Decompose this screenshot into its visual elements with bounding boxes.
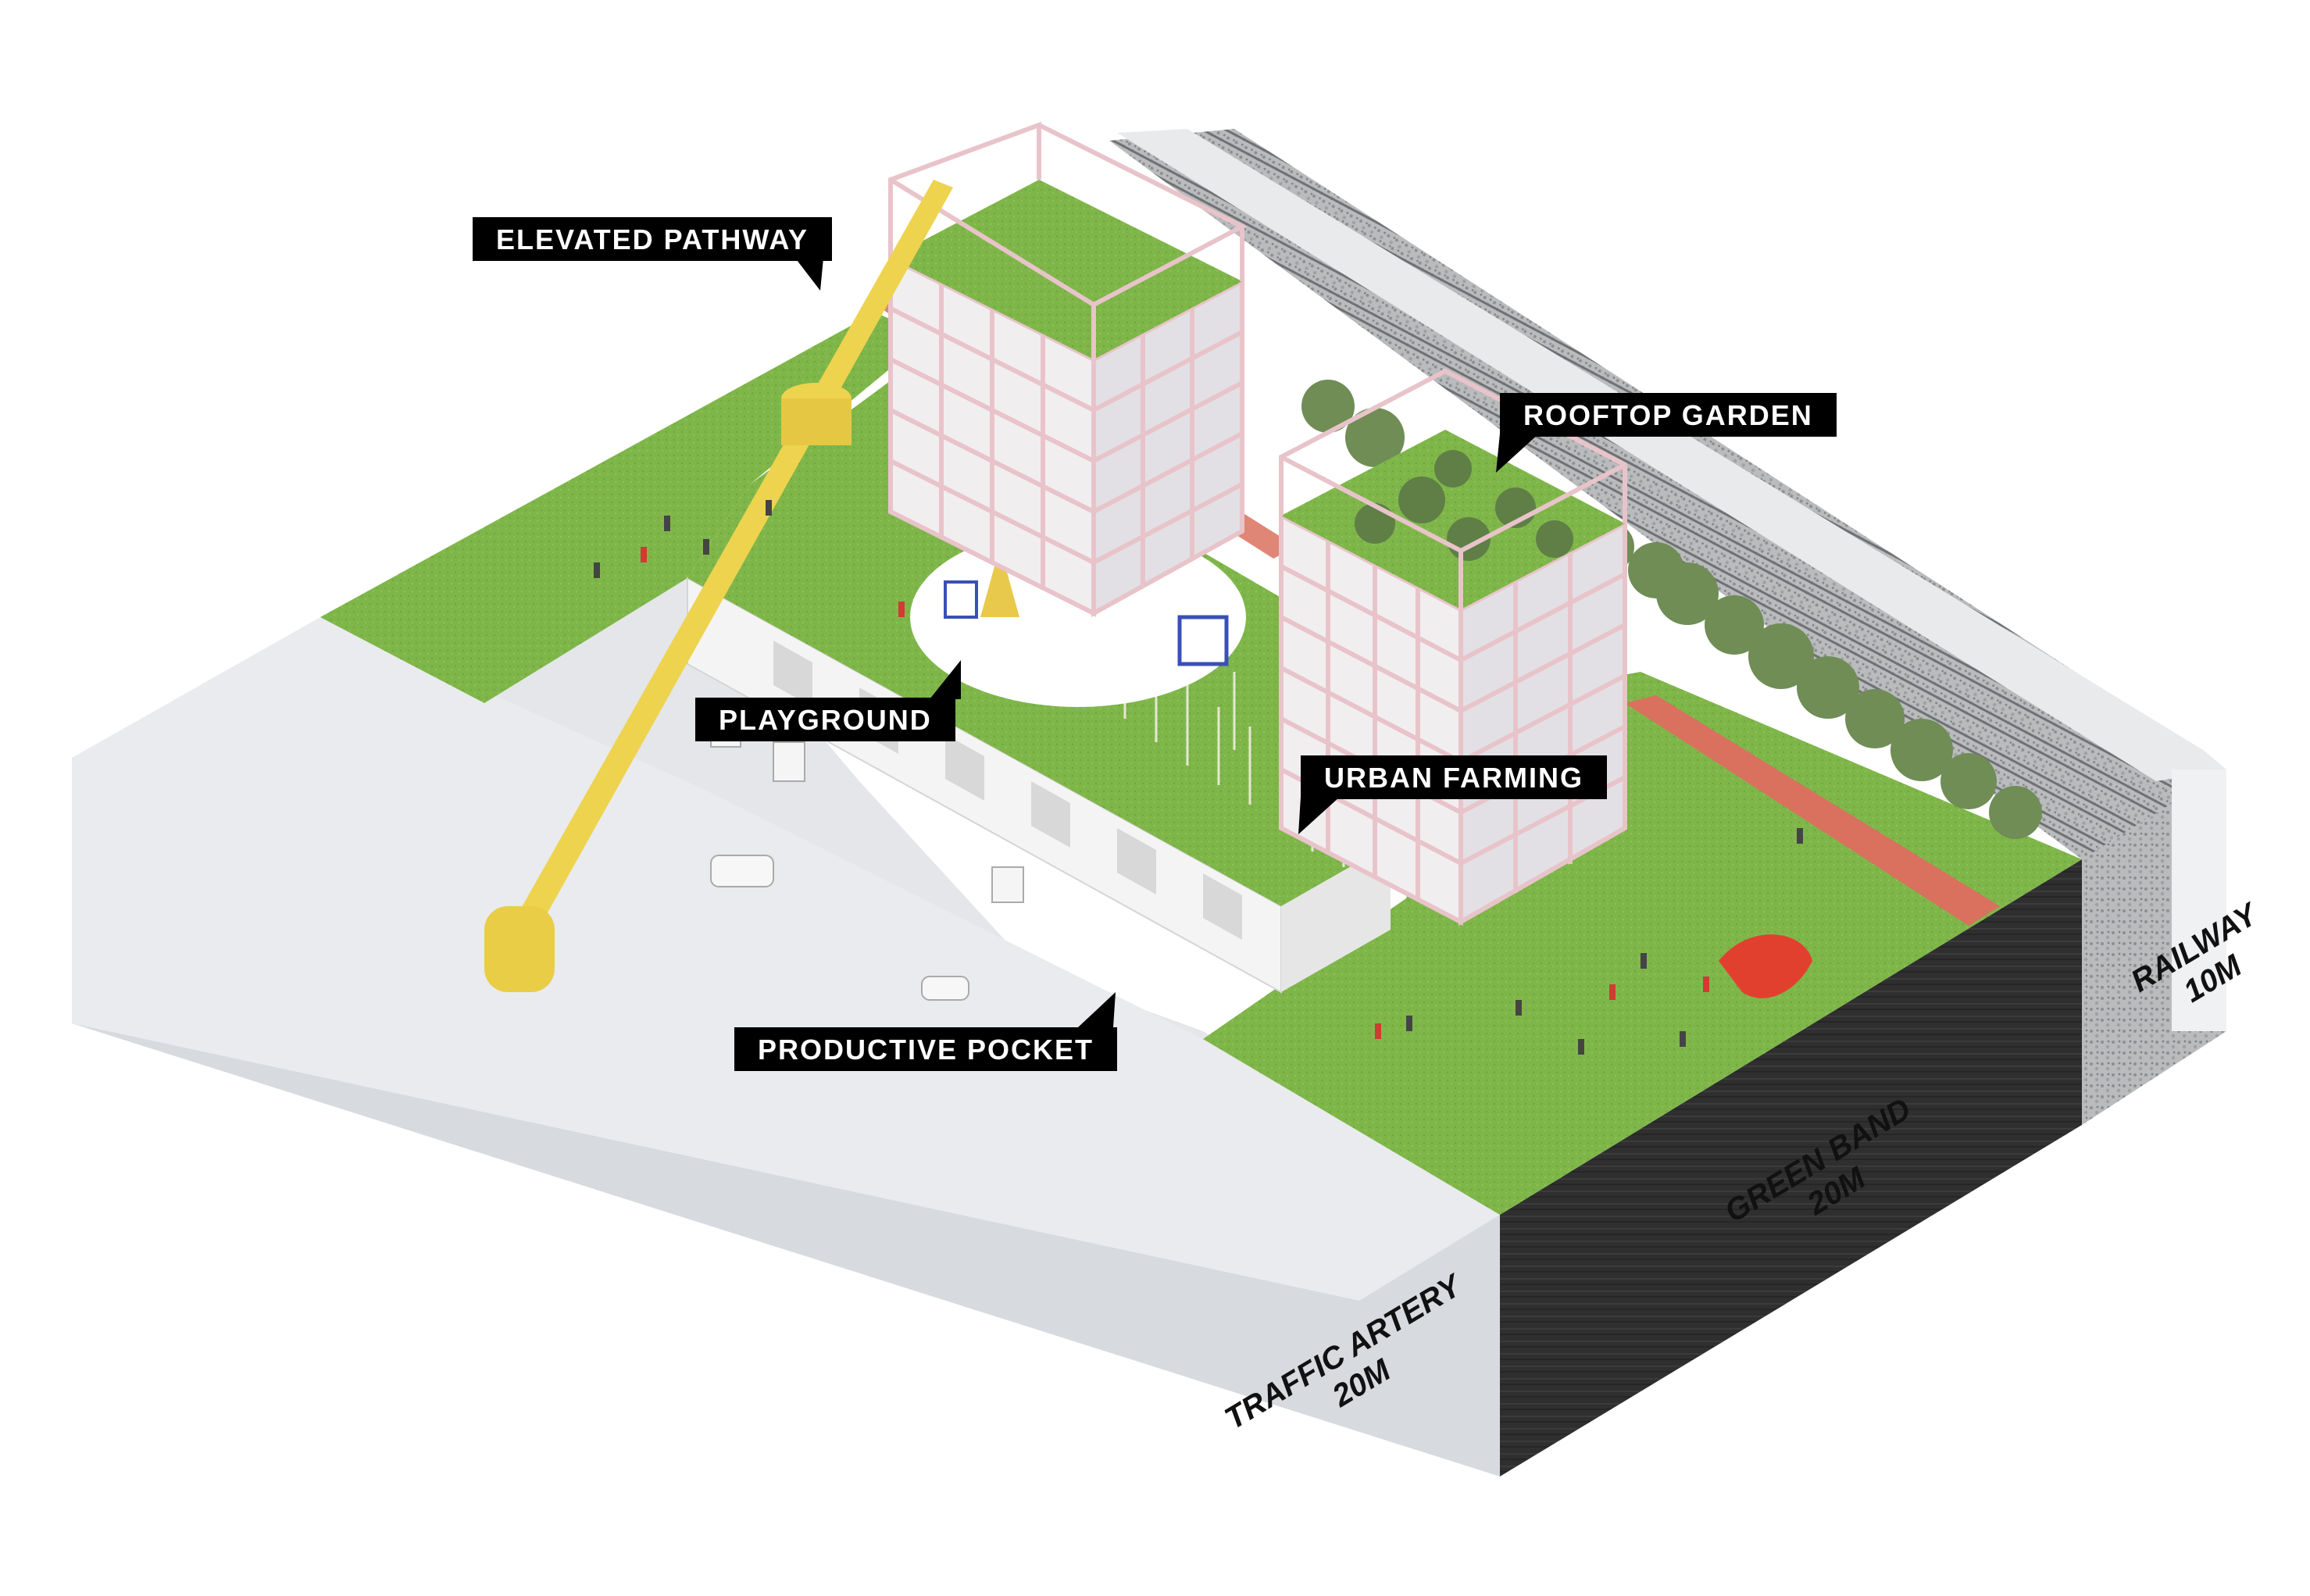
playground-blue-frame — [1177, 615, 1229, 666]
label-urban-farming: URBAN FARMING — [1301, 755, 1607, 799]
pathway-silo-body — [781, 398, 852, 445]
traffic-artery-surface-main — [72, 617, 1500, 1301]
label-productive-pocket: PRODUCTIVE POCKET — [734, 1027, 1118, 1071]
pointer-rooftop-garden — [1496, 434, 1539, 473]
productive-pocket-end-wall — [1281, 844, 1391, 992]
label-playground: PLAYGROUND — [695, 698, 955, 741]
spiral-stair — [484, 906, 555, 992]
green-band-lawn — [1203, 672, 2082, 1215]
truck — [773, 741, 805, 782]
running-track — [1625, 695, 2000, 926]
green-band-soil-side — [1500, 859, 2082, 1476]
van — [710, 855, 774, 887]
people-figures — [594, 500, 1803, 1055]
pointer-urban-farming — [1298, 797, 1340, 834]
red-figures — [641, 547, 1709, 1039]
playground-cone-structure — [980, 547, 1019, 617]
cart — [991, 866, 1024, 903]
railway-wall-face — [2172, 769, 2226, 1031]
tree-line — [1301, 380, 2042, 839]
label-elevated-pathway: ELEVATED PATHWAY — [473, 217, 833, 261]
pointer-playground — [930, 660, 961, 699]
railway-corridor — [1109, 129, 2226, 859]
red-sculpture — [1719, 934, 1812, 998]
back-lawn — [320, 312, 930, 703]
playground-blue-cube — [944, 580, 978, 619]
label-rooftop-garden: ROOFTOP GARDEN — [1500, 393, 1837, 437]
elevated-pathway — [516, 180, 953, 918]
pointer-productive-pocket — [1078, 992, 1116, 1027]
tower-left — [888, 121, 1248, 618]
car — [921, 976, 969, 1001]
railway-wall-top — [1117, 129, 2226, 781]
